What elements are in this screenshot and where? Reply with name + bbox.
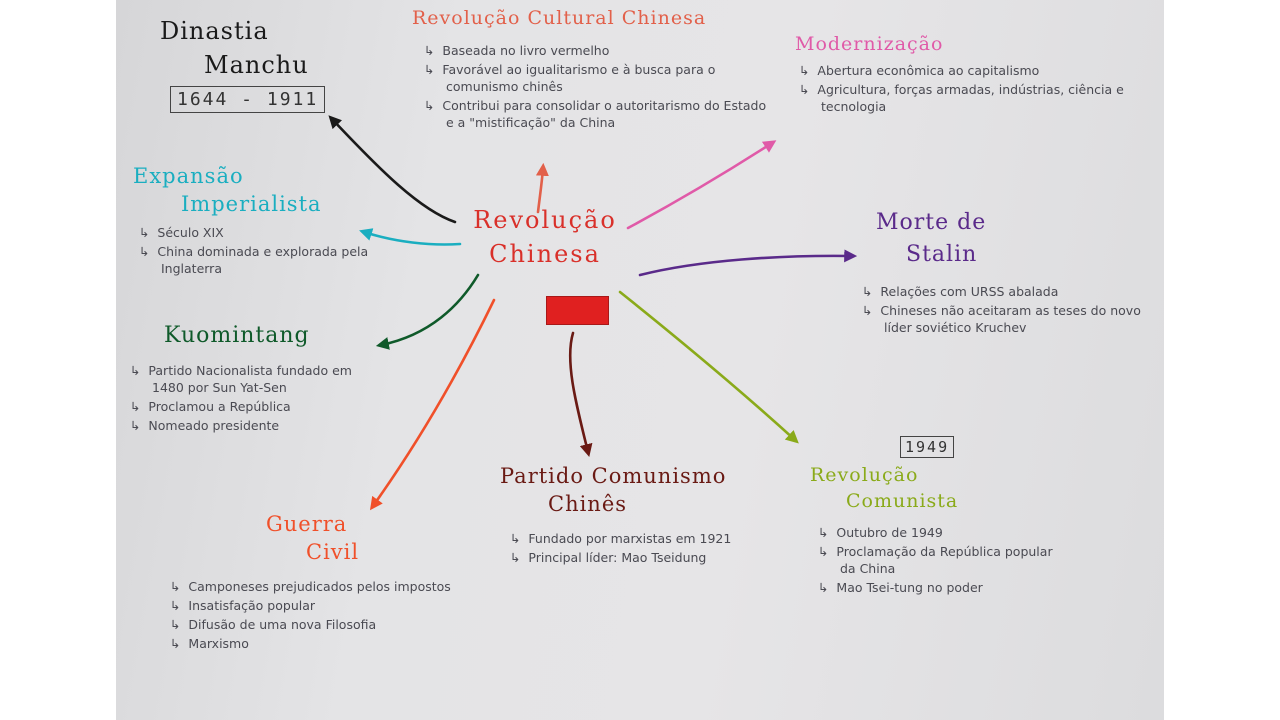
node-revolucao-cultural: Revolução Cultural Chinesa Baseada no li… (412, 4, 767, 133)
node-morte-stalin: Morte de Stalin Relações com URSS abalad… (862, 207, 1152, 338)
stalin-bullet-item: Chineses não aceitaram as teses do novo … (862, 302, 1152, 336)
expansao-bullets: Século XIX China dominada e explorada pel… (139, 224, 383, 277)
node-revolucao-comunista: 1949 Revolução Comunista Outubro de 1949… (810, 436, 1070, 598)
partido-bullet-item: Fundado por marxistas em 1921 (510, 530, 740, 547)
kuomintang-bullet-item: Nomeado presidente (130, 417, 380, 434)
partido-title: Partido Comunismo Chinês (500, 462, 740, 518)
center-node: Revolução Chinesa (470, 203, 620, 271)
stalin-title: Morte de Stalin (862, 207, 1152, 271)
expansao-title-line1: Expansão (133, 164, 244, 188)
expansao-title: Expansão Imperialista (133, 162, 383, 218)
guerra-bullet-item: Camponeses prejudicados pelos impostos (170, 578, 470, 595)
cultural-bullets: Baseada no livro vermelhoFavorável ao ig… (424, 42, 767, 131)
guerra-title-line2: Civil (306, 540, 360, 564)
node-modernizacao: Modernização Abertura econômica ao capit… (795, 30, 1145, 117)
guerra-title: Guerra Civil (170, 510, 470, 566)
partido-bullet-item: Principal líder: Mao Tseidung (510, 549, 740, 566)
kuomintang-title: Kuomintang (164, 323, 310, 348)
guerra-bullet-item: Insatisfação popular (170, 597, 470, 614)
comunista-bullet-item: Outubro de 1949 (818, 524, 1070, 541)
kuomintang-bullets: Partido Nacionalista fundado em 1480 por… (130, 362, 380, 434)
modernizacao-bullet-item: Agricultura, forças armadas, indústrias,… (799, 81, 1145, 115)
guerra-title-line1: Guerra (266, 512, 348, 536)
cultural-bullet-item: Contribui para consolidar o autoritarism… (424, 97, 767, 131)
expansao-bullet-item: China dominada e explorada pela Inglater… (139, 243, 383, 277)
comunista-title: Revolução Comunista (810, 462, 1070, 514)
dinastia-title: Dinastia Manchu (160, 14, 330, 82)
comunista-title-line2: Comunista (846, 490, 959, 512)
node-expansao-imperialista: Expansão Imperialista Século XIX China do… (133, 162, 383, 279)
comunista-year-box: 1949 (900, 436, 955, 458)
cultural-title: Revolução Cultural Chinesa (412, 7, 707, 29)
stalin-bullet-item: Relações com URSS abalada (862, 283, 1152, 300)
partido-title-line2: Chinês (548, 492, 628, 516)
guerra-bullet-item: Difusão de uma nova Filosofia (170, 616, 470, 633)
china-flag-icon (546, 296, 609, 325)
kuomintang-bullet-item: Proclamou a República (130, 398, 380, 415)
dinastia-years-box: 1644 - 1911 (170, 86, 326, 113)
cultural-bullet-item: Baseada no livro vermelho (424, 42, 767, 59)
expansao-title-line2: Imperialista (181, 192, 322, 216)
dinastia-title-line2: Manchu (204, 51, 309, 79)
node-dinastia-manchu: Dinastia Manchu 1644 - 1911 (160, 14, 330, 113)
node-kuomintang: Kuomintang Partido Nacionalista fundado … (130, 322, 380, 436)
node-partido-comunismo: Partido Comunismo Chinês Fundado por mar… (500, 462, 740, 568)
stalin-title-line2: Stalin (906, 242, 978, 267)
dinastia-title-line1: Dinastia (160, 17, 269, 45)
center-title: Revolução Chinesa (470, 203, 620, 271)
center-title-line2: Chinesa (489, 240, 601, 268)
modernizacao-bullets: Abertura econômica ao capitalismoAgricul… (799, 62, 1145, 115)
kuomintang-bullet-item: Partido Nacionalista fundado em 1480 por… (130, 362, 380, 396)
guerra-bullets: Camponeses prejudicados pelos impostosIn… (170, 578, 470, 652)
partido-bullets: Fundado por marxistas em 1921Principal l… (510, 530, 740, 566)
center-title-line1: Revolução (473, 206, 617, 234)
stalin-title-line1: Morte de (876, 210, 987, 235)
comunista-bullet-item: Proclamação da República popular da Chin… (818, 543, 1070, 577)
node-guerra-civil: Guerra Civil Camponeses prejudicados pel… (170, 510, 470, 654)
stalin-bullets: Relações com URSS abaladaChineses não ac… (862, 283, 1152, 336)
comunista-bullets: Outubro de 1949Proclamação da República … (818, 524, 1070, 596)
cultural-bullet-item: Favorável ao igualitarismo e à busca par… (424, 61, 767, 95)
comunista-title-line1: Revolução (810, 464, 919, 486)
comunista-bullet-item: Mao Tsei-tung no poder (818, 579, 1070, 596)
expansao-bullet-item: Século XIX (139, 224, 383, 241)
partido-title-line1: Partido Comunismo (500, 464, 727, 488)
modernizacao-title: Modernização (795, 33, 944, 55)
guerra-bullet-item: Marxismo (170, 635, 470, 652)
modernizacao-bullet-item: Abertura econômica ao capitalismo (799, 62, 1145, 79)
